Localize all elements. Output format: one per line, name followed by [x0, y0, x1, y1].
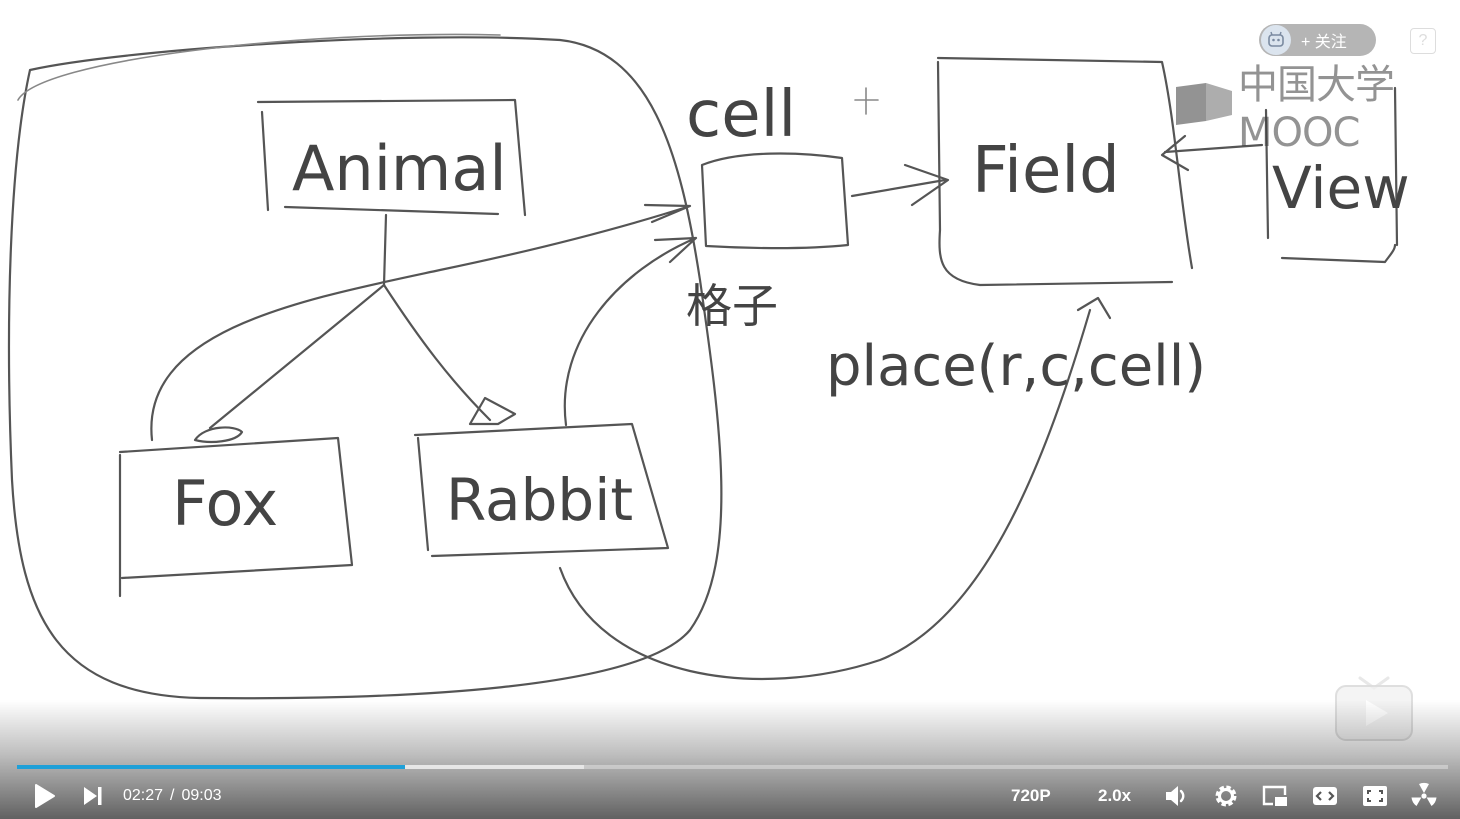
settings-icon [1215, 785, 1237, 807]
time-display: 02:27 / 09:03 [123, 782, 222, 810]
fox-triangle [193, 426, 244, 443]
fullscreen-icon [1363, 786, 1387, 806]
rabbit-label: Rabbit [446, 466, 633, 534]
inherit-stem [382, 213, 388, 287]
cell-label: cell [686, 78, 796, 152]
avatar-icon [1261, 25, 1291, 55]
follow-label: + 关注 [1301, 34, 1347, 51]
place-arrow-head [1076, 296, 1112, 320]
time-separator: / [170, 787, 175, 804]
cell-box [700, 152, 850, 250]
played-bar [17, 765, 405, 769]
fox-label: Fox [172, 467, 278, 540]
crosshair-mark [854, 87, 879, 115]
mooc-logo-text: 中国大学MOOC [1238, 62, 1395, 156]
fullscreen-button[interactable] [1361, 782, 1389, 810]
field-box [936, 56, 1194, 287]
enclosing-loop-inner [17, 33, 501, 101]
rabbit-to-place-curve [558, 308, 1092, 680]
enclosing-loop-stroke [7, 36, 723, 700]
danmaku-button[interactable] [1410, 782, 1438, 810]
volume-icon [1166, 786, 1185, 806]
rabbit-to-cell-arrow [563, 236, 698, 427]
view-box [1264, 86, 1399, 264]
fox-box [118, 436, 354, 598]
widescreen-button[interactable] [1311, 782, 1339, 810]
inherit-to-rabbit [382, 283, 492, 422]
field-label: Field [972, 134, 1120, 208]
mooc-logo: 中国大学MOOC [1176, 52, 1460, 156]
rabbit-triangle [468, 396, 517, 426]
cell-cn-label: 格子 [686, 279, 778, 333]
animal-label: Animal [292, 132, 507, 205]
duration: 09:03 [181, 787, 222, 804]
cell-to-field-arrow [850, 163, 950, 207]
animal-box [256, 98, 527, 217]
progress-bar[interactable] [17, 765, 1448, 769]
mooc-logo-mark-icon [1176, 81, 1232, 127]
place-label: place(r,c,cell) [826, 334, 1206, 399]
picture-in-picture-button[interactable] [1261, 782, 1289, 810]
help-icon[interactable]: ? [1410, 28, 1436, 54]
volume-button[interactable] [1163, 782, 1191, 810]
view-label: View [1272, 154, 1410, 222]
picture-in-picture-icon [1262, 785, 1287, 806]
play-button[interactable] [30, 782, 58, 810]
view-to-field-arrow [1160, 134, 1264, 172]
next-icon [84, 787, 102, 805]
danmaku-icon [1411, 782, 1437, 806]
rabbit-box [413, 422, 670, 558]
settings-button[interactable] [1212, 782, 1240, 810]
follow-button[interactable]: + 关注 [1259, 24, 1376, 56]
play-icon [35, 784, 55, 808]
resolution-button[interactable]: 720P [1011, 786, 1051, 805]
inherit-to-fox [208, 283, 386, 430]
widescreen-icon [1313, 787, 1337, 805]
speed-button[interactable]: 2.0x [1098, 786, 1132, 805]
current-time: 02:27 [123, 787, 164, 804]
next-button[interactable] [79, 782, 107, 810]
fox-to-cell-arrow [150, 203, 692, 442]
